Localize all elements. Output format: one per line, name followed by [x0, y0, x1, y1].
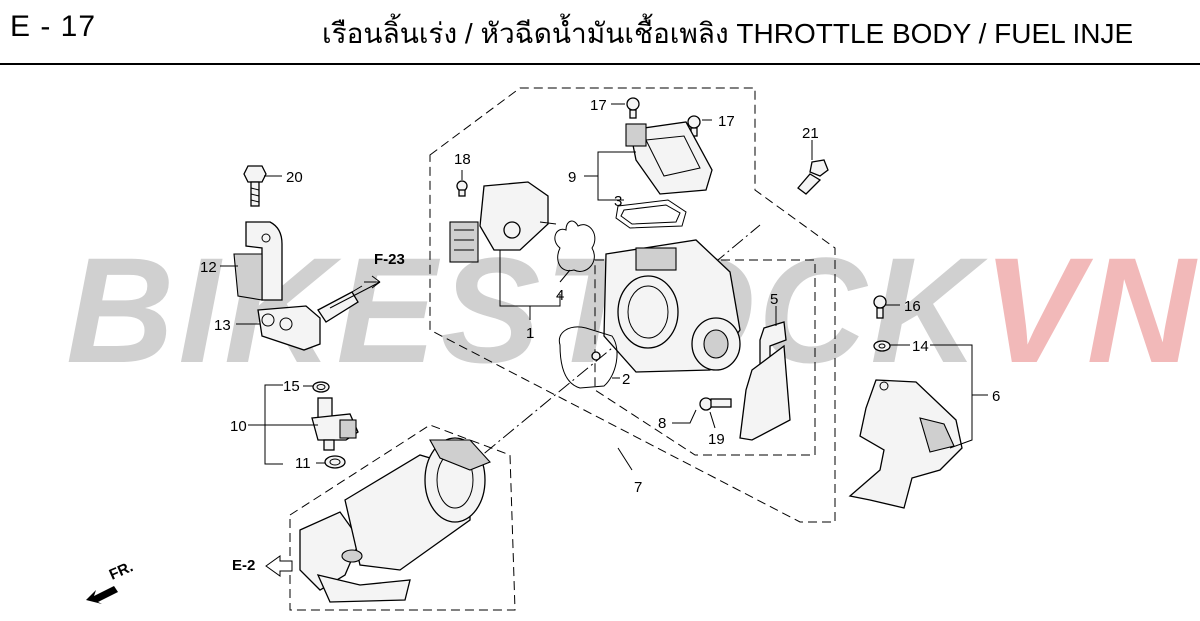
part-18-screw	[456, 180, 468, 197]
callout-18: 18	[454, 151, 471, 168]
callout-4: 4	[556, 287, 564, 304]
callout-2: 2	[622, 371, 630, 388]
part-14-washer	[873, 340, 891, 352]
callout-5: 5	[770, 291, 778, 308]
callout-1: 1	[526, 325, 534, 342]
callout-15: 15	[283, 378, 300, 395]
callout-13: 13	[214, 317, 231, 334]
part-10-fuel-injector	[311, 397, 359, 451]
intake-manifold-outline	[289, 424, 516, 611]
ref-f23-arrow	[364, 275, 381, 289]
callout-14: 14	[912, 338, 929, 355]
callout-17a: 17	[590, 97, 607, 114]
front-arrow-icon	[86, 586, 118, 604]
part-12-bracket	[233, 221, 283, 301]
part-15-o-ring	[312, 381, 330, 393]
callout-10: 10	[230, 418, 247, 435]
part-16-bolt	[873, 295, 887, 319]
callout-11: 11	[295, 455, 311, 472]
watermark: BIKESTOCKVN	[66, 230, 1195, 390]
front-direction-indicator: FR.	[86, 558, 136, 604]
part-2-gasket	[558, 326, 618, 389]
callout-labels: 20 12 13 15 10 11 18 1 4 2 17 17 9 3 5 8…	[200, 97, 1000, 496]
watermark-part1: BIKESTOCK	[66, 226, 983, 394]
part-20-bolt	[243, 165, 267, 207]
part-1-sensor-unit	[449, 181, 557, 263]
callout-8: 8	[658, 415, 666, 432]
part-19-bolt	[699, 397, 732, 411]
part-6-cover	[848, 379, 963, 509]
ref-e2-arrow-icon	[265, 555, 293, 577]
page-header: E - 17 เรือนลิ้นเร่ง / หัวฉีดน้ำมันเชื้อ…	[0, 0, 1200, 64]
throttle-body-assembly-outline	[429, 87, 836, 523]
header-rule	[0, 63, 1200, 65]
part-11-seal	[324, 455, 346, 469]
callout-21: 21	[802, 125, 819, 142]
callout-16: 16	[904, 298, 921, 315]
leader-lines	[220, 103, 988, 471]
callout-9: 9	[568, 169, 576, 186]
callout-12: 12	[200, 259, 217, 276]
part-13-fuel-joint	[257, 285, 363, 351]
watermark-part2: VN	[982, 226, 1200, 394]
front-label: FR.	[107, 558, 136, 583]
part-9-sensor-cover	[625, 121, 713, 195]
callout-3: 3	[614, 193, 622, 210]
ref-f23[interactable]: F-23	[374, 251, 405, 268]
bracket-group-outline	[594, 259, 816, 456]
ref-e2[interactable]: E-2	[232, 557, 255, 574]
part-3-gasket	[615, 199, 687, 229]
throttle-body	[591, 239, 741, 373]
callout-7: 7	[634, 479, 642, 496]
page-title: เรือนลิ้นเร่ง / หัวฉีดน้ำมันเชื้อเพลิง T…	[322, 18, 1134, 49]
intake-manifold	[299, 437, 491, 603]
callout-20: 20	[286, 169, 303, 186]
part-8-bracket	[739, 344, 791, 441]
callout-17b: 17	[718, 113, 735, 130]
callout-19: 19	[708, 431, 725, 448]
page-code: E - 17	[10, 10, 97, 43]
callout-6: 6	[992, 388, 1000, 405]
part-4-gasket	[554, 220, 596, 272]
part-17-screw-a	[626, 97, 640, 119]
part-21-bolt	[797, 159, 829, 195]
